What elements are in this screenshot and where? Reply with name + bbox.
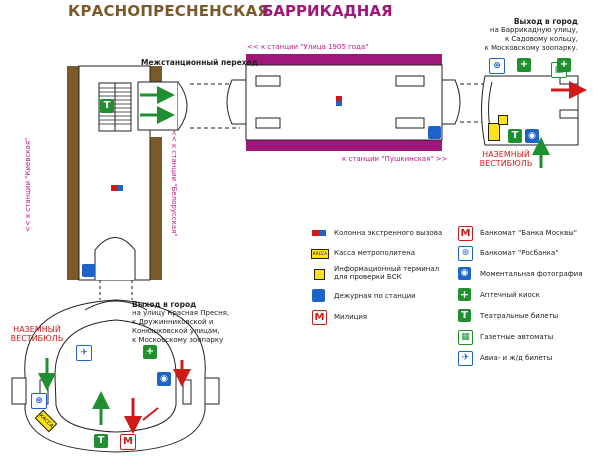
theatre-tickets-icon: Т bbox=[94, 434, 108, 448]
direction-ulitsa-1905: << к станции "Улица 1905 года" bbox=[247, 43, 369, 51]
newspaper-vending-icon: ▦ bbox=[456, 330, 474, 345]
rosbank-atm-icon: ⊛ bbox=[456, 246, 474, 261]
legend-item-newspaper: ▦ Газетные автоматы bbox=[456, 329, 553, 345]
emergency-call-icon bbox=[336, 96, 342, 106]
legend-item-emergency: Колонна экстренного вызова bbox=[310, 225, 442, 241]
exit-top-right-line-1: на Баррикадную улицу, bbox=[489, 26, 578, 34]
photo-booth-icon: ◉ bbox=[456, 267, 474, 281]
left-track-east bbox=[150, 137, 162, 280]
air-rail-tickets-icon: ✈ bbox=[76, 345, 92, 361]
theatre-tickets-icon: Т bbox=[508, 129, 522, 143]
info-terminal-icon bbox=[498, 115, 508, 125]
station-title-krasnopresnenskaya: КРАСНОПРЕСНЕНСКАЯ bbox=[68, 2, 270, 20]
station-title-barrikadnaya: БАРРИКАДНАЯ bbox=[262, 2, 393, 20]
legend-item-photo: ◉ Моментальная фотография bbox=[456, 266, 583, 282]
ticket-office-icon bbox=[488, 123, 500, 141]
emergency-call-icon bbox=[310, 226, 328, 240]
theatre-tickets-icon: Т bbox=[100, 99, 114, 113]
legend-item-police: М Милиция bbox=[310, 309, 367, 325]
duty-officer-icon bbox=[428, 126, 441, 139]
legend-item-duty: Дежурная по станции bbox=[310, 288, 416, 304]
legend-item-bank-moscow: М Банкомат "Банка Москвы" bbox=[456, 225, 577, 241]
right-track-south bbox=[246, 140, 442, 151]
exit-bottom-line-2: к Дружинниковской и bbox=[132, 318, 214, 326]
emergency-call-icon bbox=[111, 185, 123, 191]
left-track-west bbox=[67, 66, 79, 280]
legend-item-theatre: Т Театральные билеты bbox=[456, 308, 558, 324]
exit-top-right-line-2: к Садовому кольцу, bbox=[504, 35, 578, 43]
pharmacy-icon: + bbox=[517, 58, 531, 72]
theatre-tickets-icon: Т bbox=[456, 309, 474, 323]
police-icon: М bbox=[310, 310, 328, 325]
photo-booth-icon: ◉ bbox=[525, 129, 539, 143]
exit-top-right: Выход в город на Баррикадную улицу, к Са… bbox=[468, 17, 578, 53]
legend-item-rosbank: ⊛ Банкомат "Росбанка" bbox=[456, 245, 559, 261]
exit-bottom-line-4: к Московскому зоопарку bbox=[132, 336, 224, 344]
pharmacy-icon: + bbox=[557, 58, 571, 72]
legend-item-air-rail: ✈ Авиа- и ж/д билеты bbox=[456, 350, 552, 366]
vestibule-label-bottom: НАЗЕМНЫЙ ВЕСТИБЮЛЬ bbox=[10, 325, 64, 343]
info-terminal-icon bbox=[310, 266, 328, 280]
vestibule-label-top: НАЗЕМНЫЙ ВЕСТИБЮЛЬ bbox=[479, 150, 533, 168]
legend-item-pharmacy: + Аптечный киоск bbox=[456, 287, 540, 303]
pharmacy-icon: + bbox=[458, 288, 471, 301]
duty-officer-icon bbox=[310, 289, 328, 303]
exit-top-right-line-3: к Московскому зоопарку. bbox=[484, 44, 578, 52]
bank-moscow-atm-icon: М bbox=[456, 226, 474, 241]
photo-booth-icon: ◉ bbox=[157, 372, 171, 386]
exit-bottom-line-3: Конюшковской улицам, bbox=[132, 327, 220, 335]
air-rail-tickets-icon: ✈ bbox=[456, 351, 474, 366]
exit-bottom: Выход в город на улицу Красная Пресня, к… bbox=[132, 300, 272, 345]
rosbank-atm-icon: ⊛ bbox=[489, 58, 505, 74]
ticket-office-icon: КАССА bbox=[310, 246, 329, 260]
pharmacy-icon: + bbox=[143, 345, 157, 359]
right-track-north bbox=[246, 54, 442, 65]
exit-top-right-title: Выход в город bbox=[513, 17, 578, 26]
exit-bottom-title: Выход в город bbox=[132, 300, 197, 309]
legend-item-kassa: КАССА Касса метрополитена bbox=[310, 245, 415, 261]
exit-bottom-line-1: на улицу Красная Пресня, bbox=[132, 309, 230, 317]
transfer-label: Межстанционный переход bbox=[141, 58, 258, 67]
duty-officer-icon bbox=[82, 264, 95, 277]
rosbank-atm-icon: ⊛ bbox=[31, 393, 47, 409]
direction-pushkinskaya: к станции "Пушкинская" >> bbox=[342, 155, 448, 163]
legend-item-terminal: Информационный терминал для проверки БСК bbox=[310, 263, 460, 283]
bank-moscow-atm-icon: М bbox=[120, 434, 136, 450]
exit-arrow-diagonal bbox=[142, 407, 159, 421]
